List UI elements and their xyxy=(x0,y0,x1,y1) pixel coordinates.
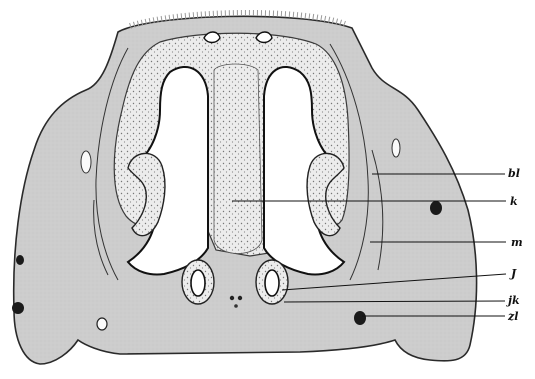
label-J: J xyxy=(511,268,516,279)
tooth-germ-left xyxy=(97,318,107,330)
left-oval-inclusion xyxy=(81,151,91,173)
midline-dot xyxy=(230,296,234,300)
right-vomeronasal-lumen xyxy=(265,270,279,296)
nasal-septum xyxy=(214,64,262,254)
tooth-germ-right xyxy=(354,311,366,325)
left-lateral-spot-lower xyxy=(12,302,24,314)
label-jk: jk xyxy=(508,295,520,306)
label-zl: zl xyxy=(508,311,518,322)
midline-dot xyxy=(234,304,238,308)
label-bl: bl xyxy=(508,168,520,179)
midline-dot xyxy=(238,296,242,300)
left-vomeronasal-lumen xyxy=(191,270,205,296)
label-k: k xyxy=(510,196,518,207)
right-lateral-spot xyxy=(430,201,442,215)
left-lateral-spot-upper xyxy=(16,255,24,265)
right-oval-inclusion xyxy=(392,139,400,157)
label-m: m xyxy=(511,237,523,248)
